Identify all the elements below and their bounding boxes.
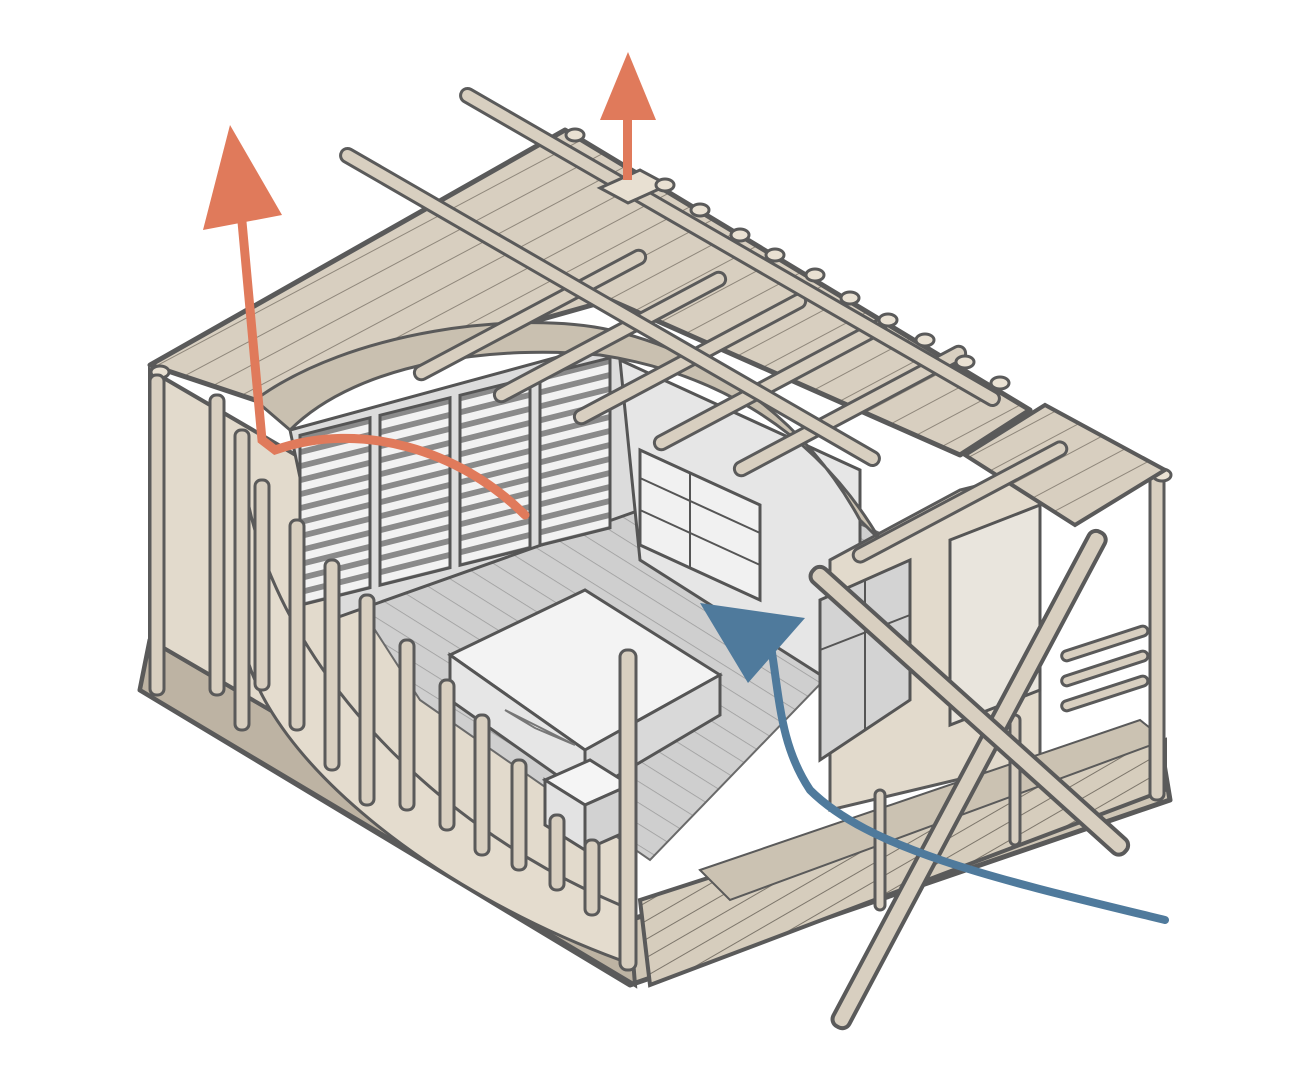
roof-vent-arrow [600,52,656,180]
roof-purlins [339,87,1001,478]
cool-air-intake-arrow [700,603,1169,924]
cross-bracing [808,528,1131,1031]
roof-post-caps [149,127,1173,483]
window-panel [538,356,612,548]
back-wall-windows [288,338,642,622]
left-wall-posts [208,393,601,917]
warm-air-exhaust-arrow [203,125,530,520]
shelving-unit [638,447,762,603]
porch-railing [873,468,1166,912]
window-panel [458,375,532,568]
corner-post-left [148,373,638,972]
porch-deck [637,718,1168,988]
roof [147,87,1173,542]
window-panel [378,395,452,588]
porch-roof [851,402,1170,564]
